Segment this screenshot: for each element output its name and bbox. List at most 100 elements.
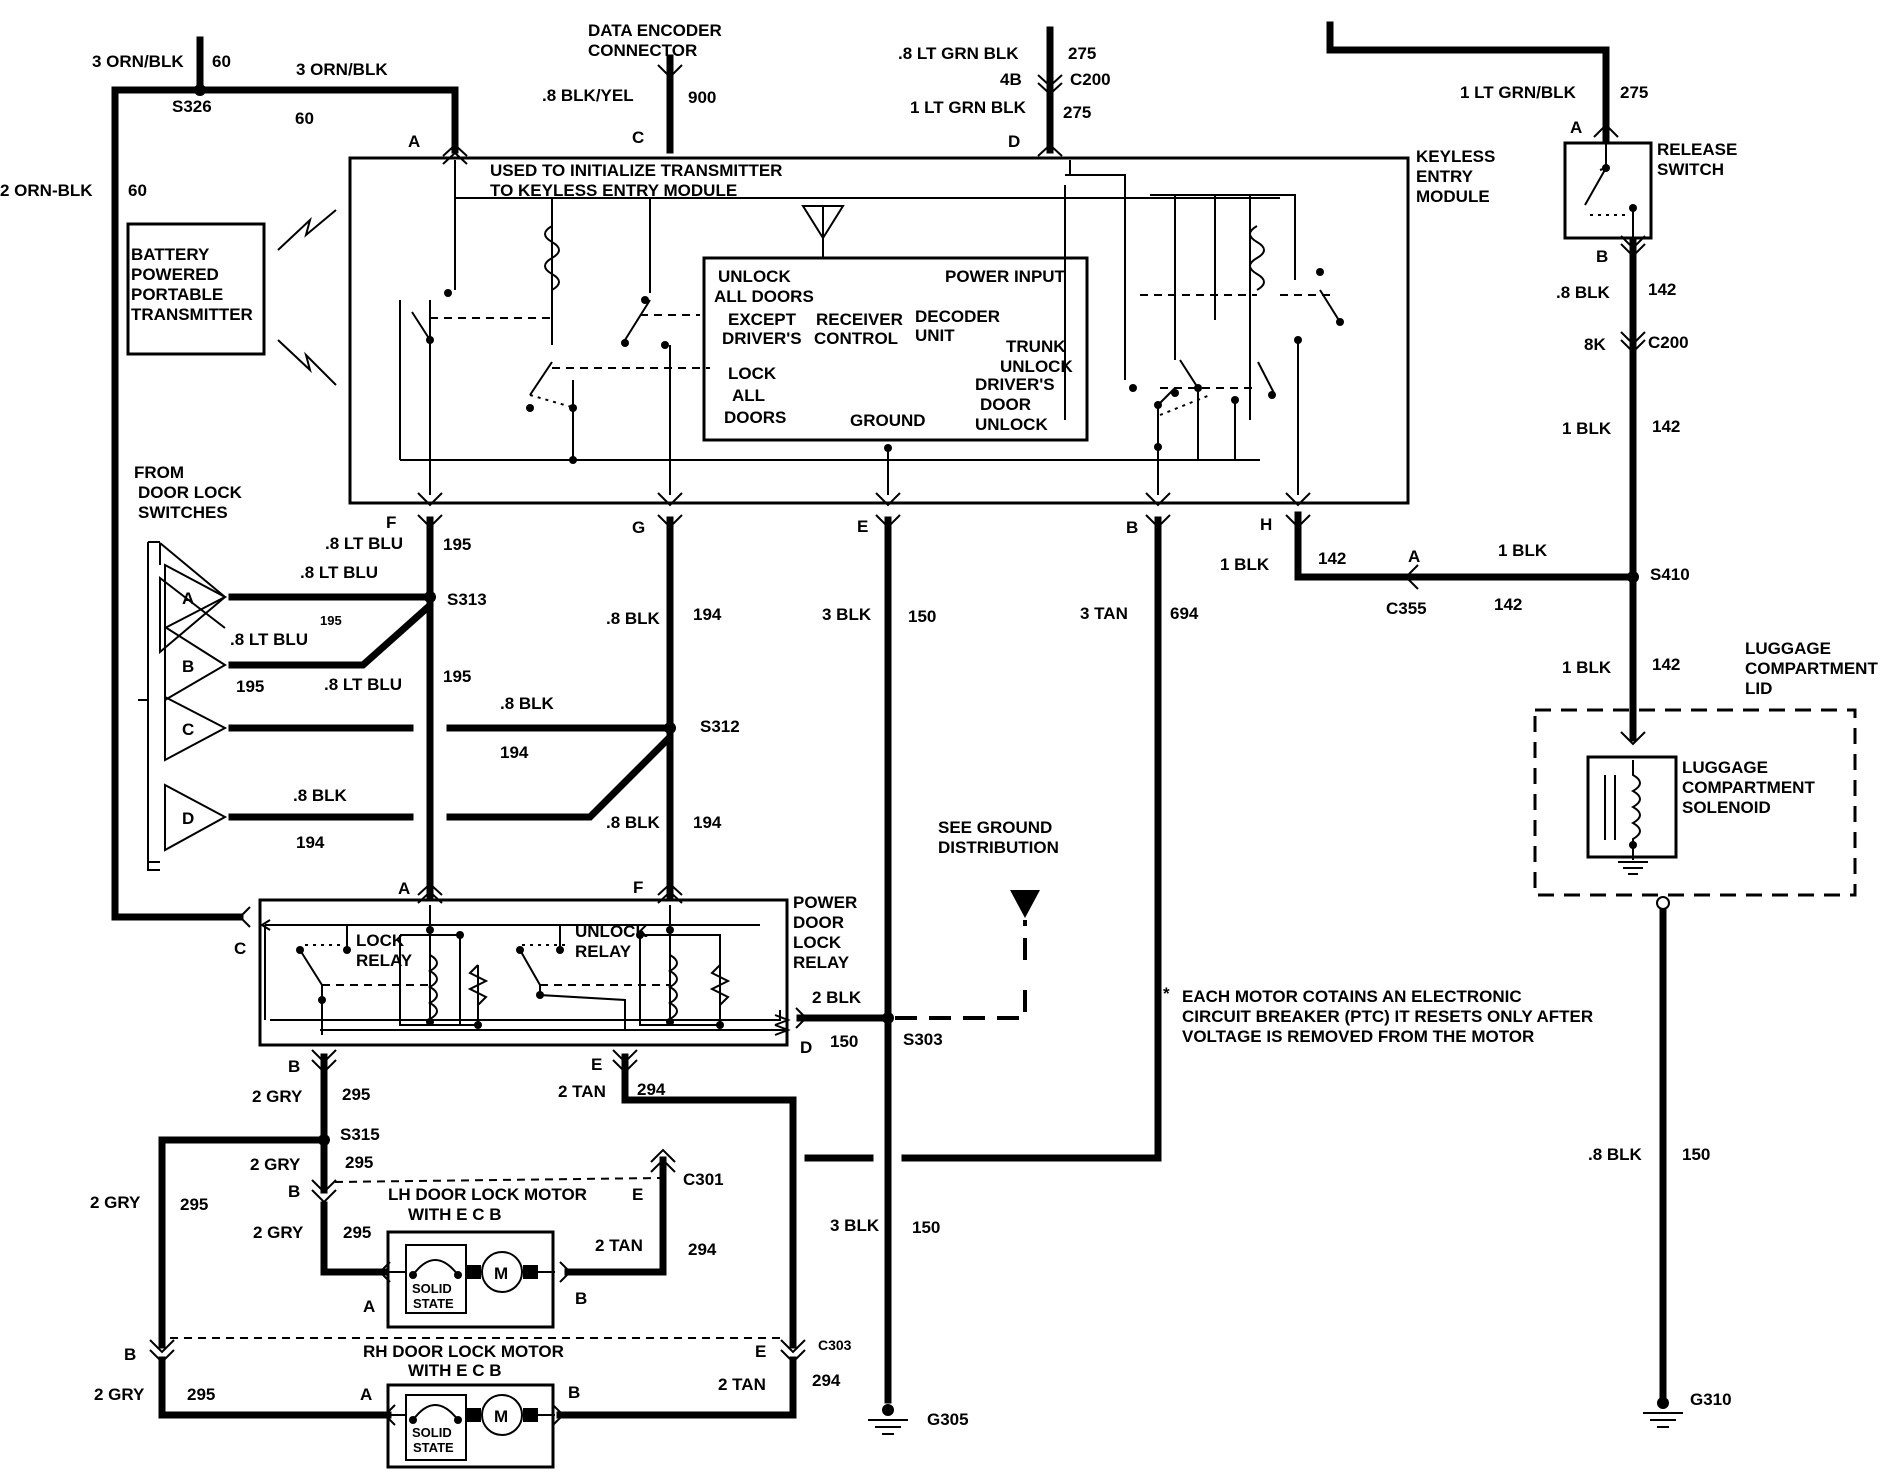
- lh-door-lock-motor: [385, 1230, 555, 1329]
- w18: .8 BLK: [500, 694, 555, 713]
- w16: .8 LT BLU: [324, 675, 402, 694]
- wire-295-rh: [158, 1356, 392, 1419]
- wire-294-rh: [556, 1356, 797, 1419]
- except-drv-2: DRIVER'S: [722, 329, 802, 348]
- w1: 3 ORN/BLK: [92, 52, 184, 71]
- conn-kem-h: [1285, 492, 1311, 529]
- w26c: 295: [345, 1153, 373, 1172]
- lock-all-2: ALL: [732, 386, 765, 405]
- w30: 3 BLK: [830, 1216, 880, 1235]
- w16c: 195: [443, 667, 471, 686]
- pin-kem-a: A: [408, 132, 420, 151]
- unlock-relay-1: UNLOCK: [575, 922, 648, 941]
- w11c: 142: [1318, 549, 1346, 568]
- sw-b: B: [182, 657, 194, 676]
- lock-relay-1: LOCK: [356, 931, 405, 950]
- g305: G305: [927, 1410, 969, 1429]
- portable-transmitter: [126, 209, 337, 386]
- pin-lh-b2: B: [575, 1289, 587, 1308]
- w22c: 694: [1170, 604, 1199, 623]
- w12c: 142: [1652, 655, 1680, 674]
- conn-rh-e: [780, 1339, 806, 1364]
- splice-s313: [424, 591, 436, 603]
- w10: 1 BLK: [1498, 541, 1548, 560]
- w31: 2 GRY: [94, 1385, 145, 1404]
- wire-142-h: [1294, 511, 1409, 581]
- w11c2: 142: [1494, 595, 1522, 614]
- w5c: 275: [1068, 44, 1096, 63]
- conn-kem-e: [875, 492, 901, 529]
- wire-orn-blk-left: [111, 86, 244, 921]
- see-ground-2: DISTRIBUTION: [938, 838, 1059, 857]
- w27: 2 GRY: [90, 1193, 141, 1212]
- trunk-unlock-2: UNLOCK: [1000, 357, 1073, 376]
- from-1: FROM: [134, 463, 184, 482]
- c200a: 4B: [1000, 70, 1022, 89]
- w8c: 142: [1648, 280, 1676, 299]
- pin-kem-d: D: [1008, 132, 1020, 151]
- kem-note-2: TO KEYLESS ENTRY MODULE: [490, 181, 737, 200]
- pin-rh-b: B: [124, 1345, 136, 1364]
- s303: S303: [903, 1030, 943, 1049]
- conn-kem-g: [657, 492, 683, 529]
- dec-title2: CONNECTOR: [588, 41, 697, 60]
- s410: S410: [1650, 565, 1690, 584]
- rh-m: M: [494, 1407, 508, 1426]
- keyless-entry-module: [348, 156, 1410, 505]
- rel-2: SWITCH: [1657, 160, 1724, 179]
- release-switch: [1563, 141, 1653, 240]
- pin-relay-a: A: [398, 879, 410, 898]
- sw-c: C: [182, 720, 194, 739]
- tx-4: TRANSMITTER: [131, 305, 253, 324]
- sol-3: SOLENOID: [1682, 798, 1771, 817]
- splice-s326: [194, 84, 206, 96]
- lock-relay-2: RELAY: [356, 951, 413, 970]
- conn-kem-c: [657, 64, 683, 79]
- drv-unlock-1: DRIVER'S: [975, 375, 1055, 394]
- w9c: 142: [1652, 417, 1680, 436]
- note-2: CIRCUIT BREAKER (PTC) IT RESETS ONLY AFT…: [1182, 1007, 1593, 1026]
- c355: C355: [1386, 599, 1427, 618]
- pdl-3: LOCK: [793, 933, 842, 952]
- lock-all-1: LOCK: [728, 364, 777, 383]
- splice-s303: [882, 1012, 894, 1024]
- kem-name-1: KEYLESS: [1416, 147, 1495, 166]
- s315: S315: [340, 1125, 380, 1144]
- w24c: 295: [342, 1085, 370, 1104]
- pin-relay-d: D: [800, 1038, 812, 1057]
- unlock-all-1: UNLOCK: [718, 267, 791, 286]
- conn-c355: [1404, 564, 1419, 590]
- solenoid-terminal: [1656, 896, 1670, 910]
- splice-s410: [1627, 571, 1639, 583]
- wire-switch-b: [228, 603, 432, 669]
- wire-694: [901, 516, 1162, 1162]
- splice-s312: [664, 722, 676, 734]
- decoder-2: UNIT: [915, 326, 955, 345]
- splice-s315: [318, 1134, 330, 1146]
- conn-release-b: [1620, 235, 1646, 258]
- note-3: VOLTAGE IS REMOVED FROM THE MOTOR: [1182, 1027, 1534, 1046]
- conn-relay-c: [238, 906, 251, 928]
- luggage-solenoid: [1533, 708, 1857, 897]
- w29: 2 TAN: [595, 1236, 643, 1255]
- w23c: 150: [830, 1032, 858, 1051]
- w4c: 900: [688, 88, 716, 107]
- unlock-all-2: ALL DOORS: [714, 287, 814, 306]
- s313: S313: [447, 590, 487, 609]
- sol-1: LUGGAGE: [1682, 758, 1768, 777]
- w24: 2 GRY: [252, 1087, 303, 1106]
- power-door-lock-relay: [258, 898, 791, 1047]
- pdl-1: POWER: [793, 893, 857, 912]
- w22: 3 TAN: [1080, 604, 1128, 623]
- w26: 2 GRY: [250, 1155, 301, 1174]
- kem-name-3: MODULE: [1416, 187, 1490, 206]
- wire-295-branch: [158, 1136, 328, 1349]
- c301: C301: [683, 1170, 724, 1189]
- lh-connector-dash: [334, 1177, 661, 1183]
- conn-relay-b: [311, 1049, 337, 1074]
- unlock-relay-2: RELAY: [575, 942, 632, 961]
- note-star: *: [1163, 984, 1170, 1003]
- lh-ss-1: SOLID: [412, 1281, 452, 1296]
- w23: 2 BLK: [812, 988, 862, 1007]
